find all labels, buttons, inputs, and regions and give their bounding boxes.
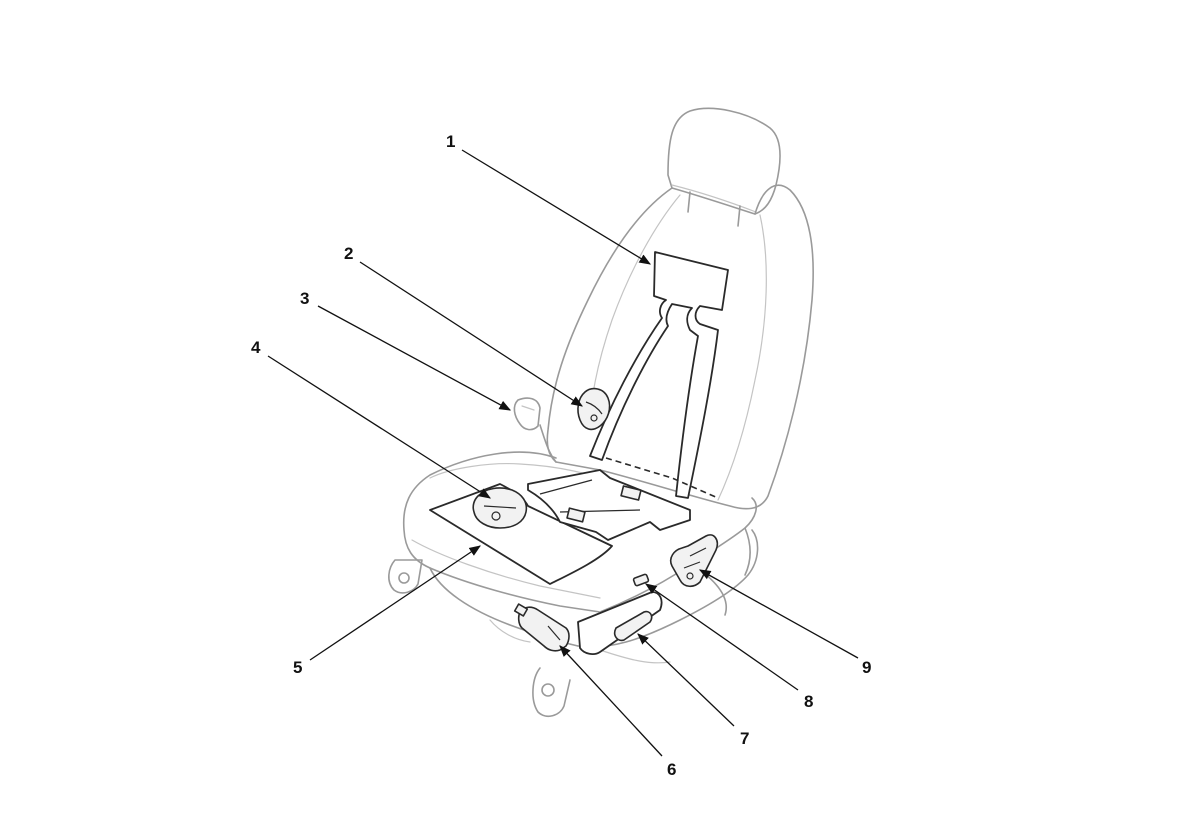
seat-back-outline: [546, 184, 814, 510]
seat-back-mat-dashed-edge: [605, 457, 719, 499]
leader-7: [637, 633, 735, 727]
callout-1: 1: [446, 132, 455, 151]
leader-1: [461, 149, 652, 265]
part-4-cushion-sensor-unit: [472, 487, 528, 529]
leader-8: [645, 583, 799, 691]
front-mount-left: [388, 559, 423, 594]
callout-3: 3: [300, 289, 309, 308]
part-3-seat-belt-buckle: [513, 397, 541, 431]
part-9-recline-actuator: [669, 534, 719, 588]
headrest-outline: [667, 107, 781, 215]
part-1-seat-back-mat: [589, 251, 729, 499]
callout-8: 8: [804, 692, 813, 711]
leader-2: [359, 261, 583, 407]
callout-9: 9: [862, 658, 871, 677]
cushion-connector-2: [566, 507, 586, 523]
front-mount-right: [532, 667, 571, 718]
part-2-seat-back-motor: [577, 387, 611, 431]
callout-7: 7: [740, 729, 749, 748]
leader-3: [317, 305, 512, 411]
seat-cushion-outline: [402, 451, 757, 613]
callout-labels: 1 2 3 4 5 6 7 8 9: [251, 132, 871, 779]
leader-lines: [267, 149, 859, 757]
leader-4: [267, 355, 491, 499]
cushion-connector-1: [620, 485, 642, 501]
callout-4: 4: [251, 338, 261, 357]
part-8-switch-knob: [632, 573, 650, 587]
callout-2: 2: [344, 244, 353, 263]
leader-5: [309, 545, 481, 661]
leader-9: [698, 569, 859, 659]
callout-5: 5: [293, 658, 302, 677]
callout-6: 6: [667, 760, 676, 779]
leader-6: [559, 645, 663, 757]
part-6-side-connector: [513, 603, 570, 652]
